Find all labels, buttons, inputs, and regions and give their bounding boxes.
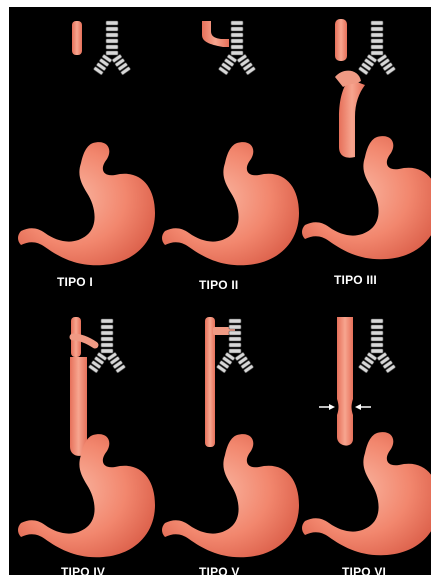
label-tipo-1: TIPO I bbox=[57, 275, 93, 289]
diagram-tipo-5 bbox=[162, 317, 299, 557]
diagram-tipo-4 bbox=[18, 317, 155, 557]
label-tipo-6: TIPO VI bbox=[342, 565, 386, 575]
diagram-tipo-3 bbox=[302, 19, 431, 259]
label-tipo-5: TIPO V bbox=[199, 565, 240, 575]
diagram-tipo-1 bbox=[18, 21, 155, 265]
diagram-tipo-6 bbox=[302, 317, 431, 555]
label-tipo-4: TIPO IV bbox=[61, 565, 105, 575]
label-tipo-3: TIPO III bbox=[334, 273, 377, 287]
label-tipo-2: TIPO II bbox=[199, 278, 238, 292]
diagram-tipo-2 bbox=[162, 21, 299, 265]
hiatal-hernia-types-figure: TIPO I TIPO II TIPO III TIPO IV TIPO V T… bbox=[9, 7, 431, 575]
